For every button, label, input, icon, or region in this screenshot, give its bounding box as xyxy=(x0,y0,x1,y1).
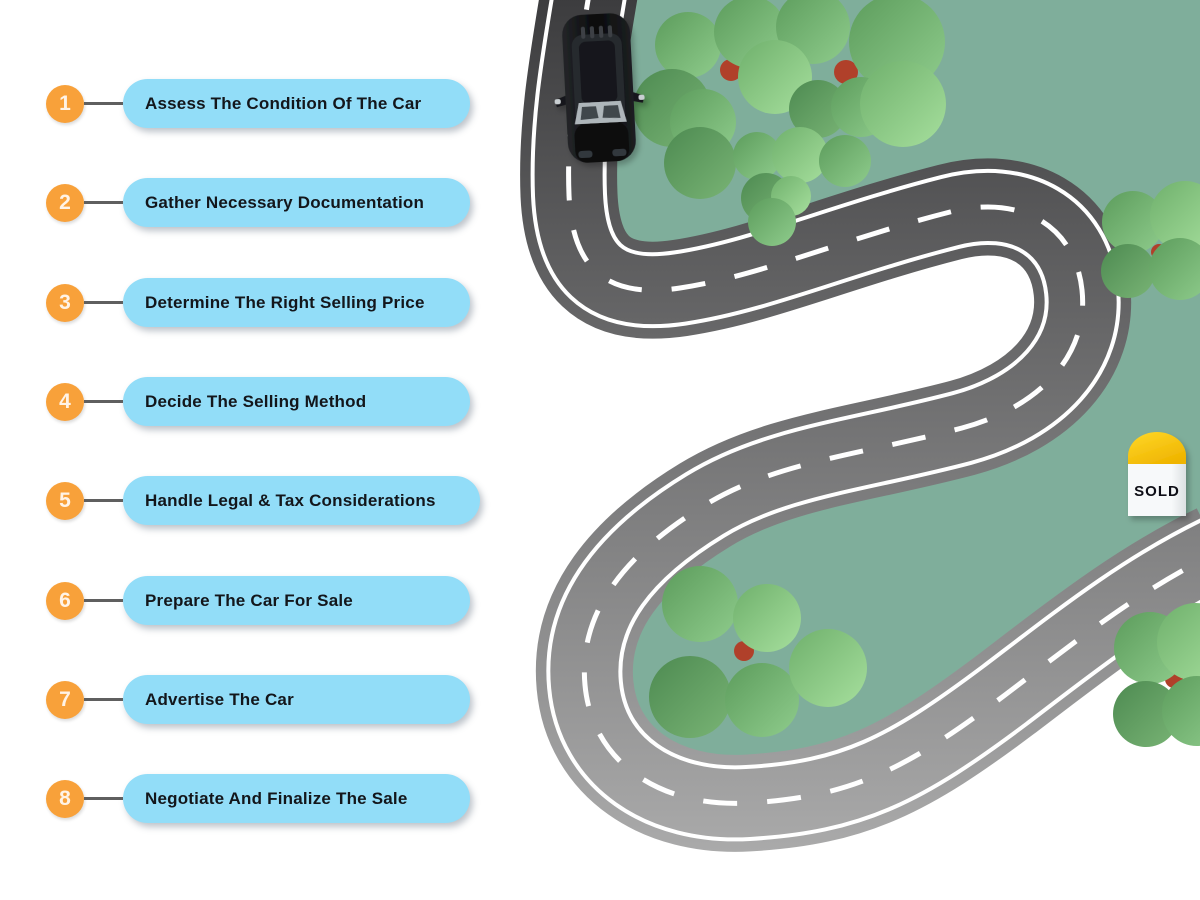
step-number-badge: 7 xyxy=(46,680,84,719)
step-item-4: 4 Decide The Selling Method xyxy=(46,377,470,426)
step-label: Advertise The Car xyxy=(145,689,294,709)
step-item-1: 1 Assess The Condition Of The Car xyxy=(46,79,470,128)
step-number: 7 xyxy=(59,688,71,711)
step-label: Decide The Selling Method xyxy=(145,391,367,411)
step-number: 2 xyxy=(59,191,71,214)
connector-line xyxy=(84,599,123,602)
step-label: Assess The Condition Of The Car xyxy=(145,93,422,113)
step-item-3: 3 Determine The Right Selling Price xyxy=(46,278,470,327)
tree-cluster-loop-icon xyxy=(649,566,867,738)
step-number: 6 xyxy=(59,589,71,612)
car-icon xyxy=(554,13,645,163)
step-number: 8 xyxy=(59,787,71,810)
step-label-pill: Assess The Condition Of The Car xyxy=(123,79,470,128)
step-item-7: 7 Advertise The Car xyxy=(46,675,470,724)
connector-line xyxy=(84,201,123,204)
step-label-pill: Decide The Selling Method xyxy=(123,377,470,426)
step-item-8: 8 Negotiate And Finalize The Sale xyxy=(46,774,470,823)
milestone-body xyxy=(1128,464,1186,516)
step-label: Prepare The Car For Sale xyxy=(145,590,353,610)
road-center-dashes xyxy=(566,0,1200,806)
step-label: Negotiate And Finalize The Sale xyxy=(145,788,408,808)
step-label-pill: Prepare The Car For Sale xyxy=(123,576,470,625)
step-number-badge: 5 xyxy=(46,481,84,520)
step-label: Gather Necessary Documentation xyxy=(145,192,425,212)
step-label-pill: Advertise The Car xyxy=(123,675,470,724)
step-number-badge: 4 xyxy=(46,382,84,421)
step-number: 3 xyxy=(59,291,71,314)
step-label-pill: Negotiate And Finalize The Sale xyxy=(123,774,470,823)
tree-cluster-bottom-right-icon xyxy=(1113,603,1200,747)
connector-line xyxy=(84,102,123,105)
milestone-label: SOLD xyxy=(1134,483,1180,500)
step-number-badge: 1 xyxy=(46,84,84,123)
connector-line xyxy=(84,698,123,701)
step-label-pill: Gather Necessary Documentation xyxy=(123,178,470,227)
winding-road xyxy=(520,0,1200,852)
tree-cluster-right-icon xyxy=(1101,181,1200,300)
connector-line xyxy=(84,499,123,502)
step-item-2: 2 Gather Necessary Documentation xyxy=(46,178,470,227)
step-number-badge: 6 xyxy=(46,581,84,620)
step-number: 5 xyxy=(59,489,71,512)
tree-cluster-top-icon xyxy=(633,0,946,246)
step-item-5: 5 Handle Legal & Tax Considerations xyxy=(46,476,480,525)
connector-line xyxy=(84,797,123,800)
step-number: 4 xyxy=(59,390,71,413)
step-number: 1 xyxy=(59,92,71,115)
step-number-badge: 3 xyxy=(46,283,84,322)
step-number-badge: 2 xyxy=(46,183,84,222)
connector-line xyxy=(84,301,123,304)
milestone-dome-icon xyxy=(1128,432,1186,466)
sold-milestone: SOLD xyxy=(1128,432,1186,516)
connector-line xyxy=(84,400,123,403)
step-label-pill: Handle Legal & Tax Considerations xyxy=(123,476,480,525)
step-label: Determine The Right Selling Price xyxy=(145,292,425,312)
step-label-pill: Determine The Right Selling Price xyxy=(123,278,470,327)
step-label: Handle Legal & Tax Considerations xyxy=(145,490,436,510)
step-number-badge: 8 xyxy=(46,779,84,818)
step-item-6: 6 Prepare The Car For Sale xyxy=(46,576,470,625)
